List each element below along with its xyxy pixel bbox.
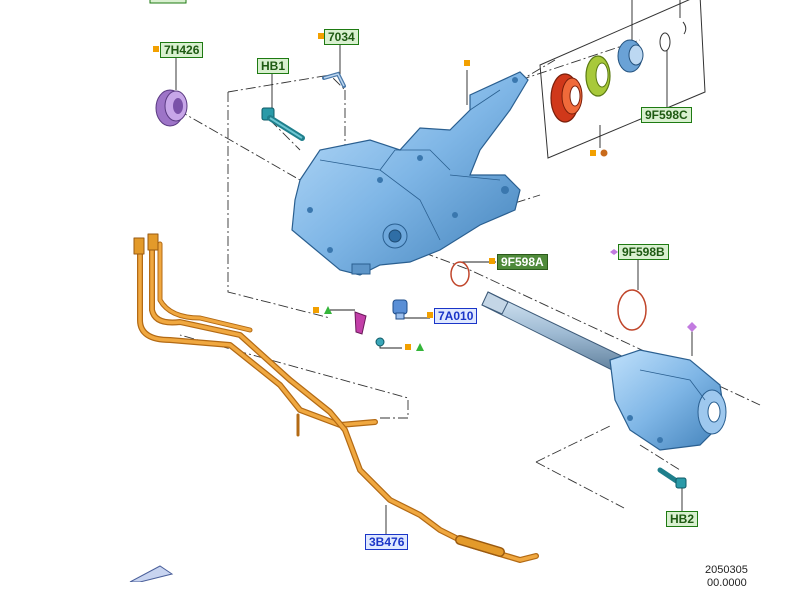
output-shaft-assembly [481,291,727,451]
bolt-hb2 [657,467,687,489]
callout-hb1[interactable]: HB1 [257,58,290,74]
reference-number: 2050305 [705,564,748,576]
seal-stack [550,21,687,123]
oring-9f598a [450,261,470,287]
seal-group-frame [539,0,706,159]
bolt-hb1 [261,107,305,141]
transfer-case-housing [291,71,529,276]
callout-9f598b[interactable]: 9F598B [618,244,669,260]
plug-7a010 [392,299,408,320]
callout-hb2[interactable]: HB2 [666,511,699,527]
callout-7a010[interactable]: 7A010 [434,308,478,324]
leader-lines [175,0,693,535]
status-markers [153,33,697,351]
seal-7h426 [155,89,188,127]
callout-9f598c[interactable]: 9F598C [641,107,692,123]
breather-pipe [133,233,539,563]
top-callout-stub [149,0,187,4]
sensor-purple [354,311,385,347]
callout-3b476[interactable]: 3B476 [365,534,409,550]
callout-7034[interactable]: 7034 [324,29,359,45]
view-arrow-icon [129,565,174,582]
reference-date: 00.0000 [707,577,747,589]
callout-7h426[interactable]: 7H426 [160,42,204,58]
oring-9f598b [617,289,647,331]
breather-fitting-7034 [322,71,346,88]
callout-9f598a[interactable]: 9F598A [497,254,548,270]
